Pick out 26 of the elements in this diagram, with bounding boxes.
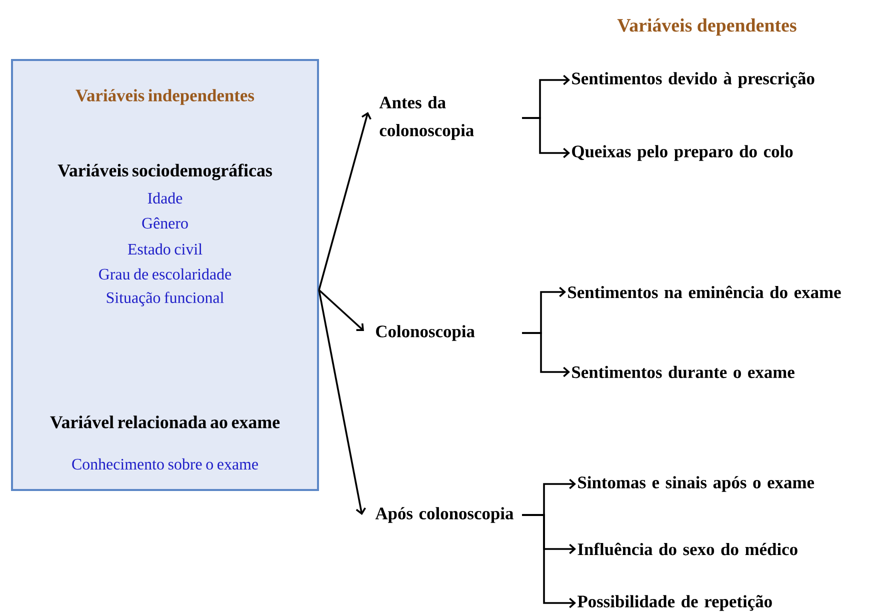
outcome-label: Sentimentos durante o exame bbox=[572, 366, 794, 378]
branch-arrow bbox=[522, 514, 576, 608]
list-item: Situação funcional bbox=[106, 292, 224, 306]
list-item: Estado civil bbox=[128, 243, 202, 255]
stage-label: Após colonoscopia bbox=[375, 507, 514, 523]
arrow bbox=[318, 289, 364, 331]
list-item: Grau de escolaridade bbox=[99, 268, 232, 280]
group-heading: Variáveis sociodemográficas bbox=[58, 164, 272, 180]
branch-arrow bbox=[522, 117, 570, 158]
stage-label: Antes da colonoscopia bbox=[379, 96, 474, 140]
list-item: Conhecimento sobre o exame bbox=[72, 458, 258, 470]
list-item: Idade bbox=[148, 192, 182, 204]
outcome-label: Sintomas e sinais após o exame bbox=[578, 476, 814, 492]
arrow bbox=[318, 290, 366, 515]
outcome-label: Sentimentos devido à prescrição bbox=[572, 72, 814, 88]
branch-arrow bbox=[522, 332, 570, 378]
outcome-label: Sentimentos na eminência do exame bbox=[568, 286, 841, 298]
list-item: Gênero bbox=[142, 217, 188, 229]
outcome-label: Queixas pelo preparo do colo bbox=[572, 145, 793, 161]
outcome-label: Possibilidade de repetição bbox=[578, 595, 772, 611]
box-heading: Variáveis independentes bbox=[76, 89, 254, 105]
stage-label: Colonoscopia bbox=[376, 325, 475, 341]
group-heading: Variável relacionada ao exame bbox=[50, 416, 280, 428]
outcome-label: Influência do sexo do médico bbox=[578, 542, 798, 556]
column-heading: Variáveis dependentes bbox=[617, 18, 796, 36]
arrow bbox=[318, 112, 372, 290]
